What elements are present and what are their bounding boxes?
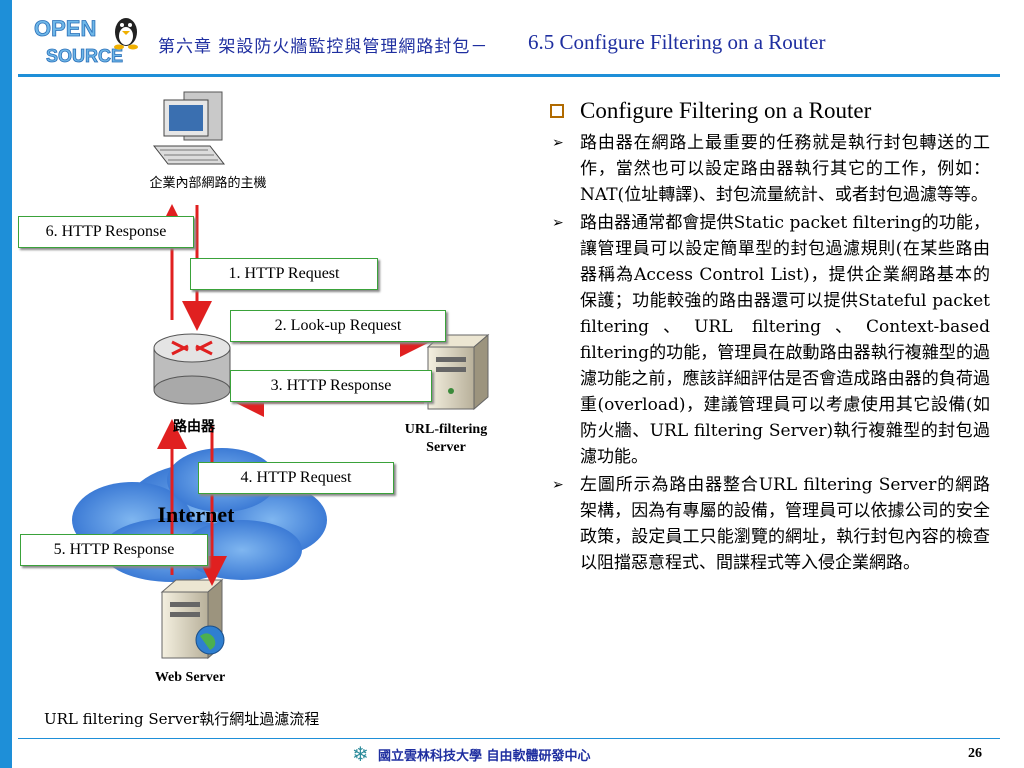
page-number: 26 — [968, 746, 982, 761]
arrow-bullet-icon: ➢ — [552, 215, 564, 231]
web-server-icon — [160, 578, 225, 660]
computer-icon — [152, 91, 226, 165]
bullet-text-2: 路由器通常都會提供Static packet filtering的功能，讓管理員… — [580, 213, 990, 467]
content-heading: Configure Filtering on a Router — [580, 98, 872, 123]
footer-divider — [18, 738, 1000, 739]
arrow-bullet-icon: ➢ — [552, 135, 564, 151]
step-2-label: 2. Look-up Request — [230, 310, 446, 342]
step-1-label: 1. HTTP Request — [190, 258, 378, 290]
bullet-text-3: 左圖所示為路由器整合URL filtering Server的網路架構，因為有專… — [580, 475, 990, 573]
square-bullet-icon — [550, 104, 564, 118]
footer-text: 國立雲林科技大學 自由軟體研發中心 — [378, 749, 591, 764]
bullet-item-3: ➢ 左圖所示為路由器整合URL filtering Server的網路架構，因為… — [548, 472, 990, 576]
header-divider — [18, 74, 1000, 77]
router-label: 路由器 — [173, 419, 215, 435]
svg-text:SOURCE: SOURCE — [46, 46, 123, 66]
router-icon — [153, 333, 231, 405]
svg-text:OPEN: OPEN — [34, 16, 96, 41]
host-label: 企業內部網路的主機 — [149, 176, 267, 191]
bullet-item-2: ➢ 路由器通常都會提供Static packet filtering的功能，讓管… — [548, 210, 990, 470]
url-filtering-server-icon — [426, 333, 490, 411]
section-title: 6.5 Configure Filtering on a Router — [528, 30, 826, 54]
chapter-title: 第六章 架設防火牆監控與管理網路封包－ — [158, 37, 489, 57]
step-3-label: 3. HTTP Response — [230, 370, 432, 402]
step-6-label: 6. HTTP Response — [18, 216, 194, 248]
diagram-caption: URL filtering Server執行網址過濾流程 — [44, 710, 320, 728]
arrow-bullet-icon: ➢ — [552, 477, 564, 493]
bullet-text-1: 路由器在網路上最重要的任務就是執行封包轉送的工作，當然也可以設定路由器執行其它的… — [580, 133, 990, 205]
snowflake-icon: ❄ — [352, 742, 369, 766]
web-server-label: Web Server — [154, 670, 226, 685]
step-5-label: 5. HTTP Response — [20, 534, 208, 566]
internet-label: Internet — [157, 502, 235, 527]
url-server-label-line2: Server — [426, 440, 466, 455]
bullet-item-1: ➢ 路由器在網路上最重要的任務就是執行封包轉送的工作，當然也可以設定路由器執行其… — [548, 130, 990, 208]
slide-header: OPEN SOURCE 第六章 架設防火牆監控與管理網路封包－ 6.5 Conf… — [12, 0, 1024, 78]
content-panel: Configure Filtering on a Router ➢ 路由器在網路… — [548, 96, 990, 578]
left-accent-bar — [0, 0, 12, 768]
step-4-label: 4. HTTP Request — [198, 462, 394, 494]
main-bullet: Configure Filtering on a Router — [548, 96, 990, 126]
open-source-logo: OPEN SOURCE — [34, 16, 138, 66]
url-server-label-line1: URL-filtering — [404, 422, 488, 437]
